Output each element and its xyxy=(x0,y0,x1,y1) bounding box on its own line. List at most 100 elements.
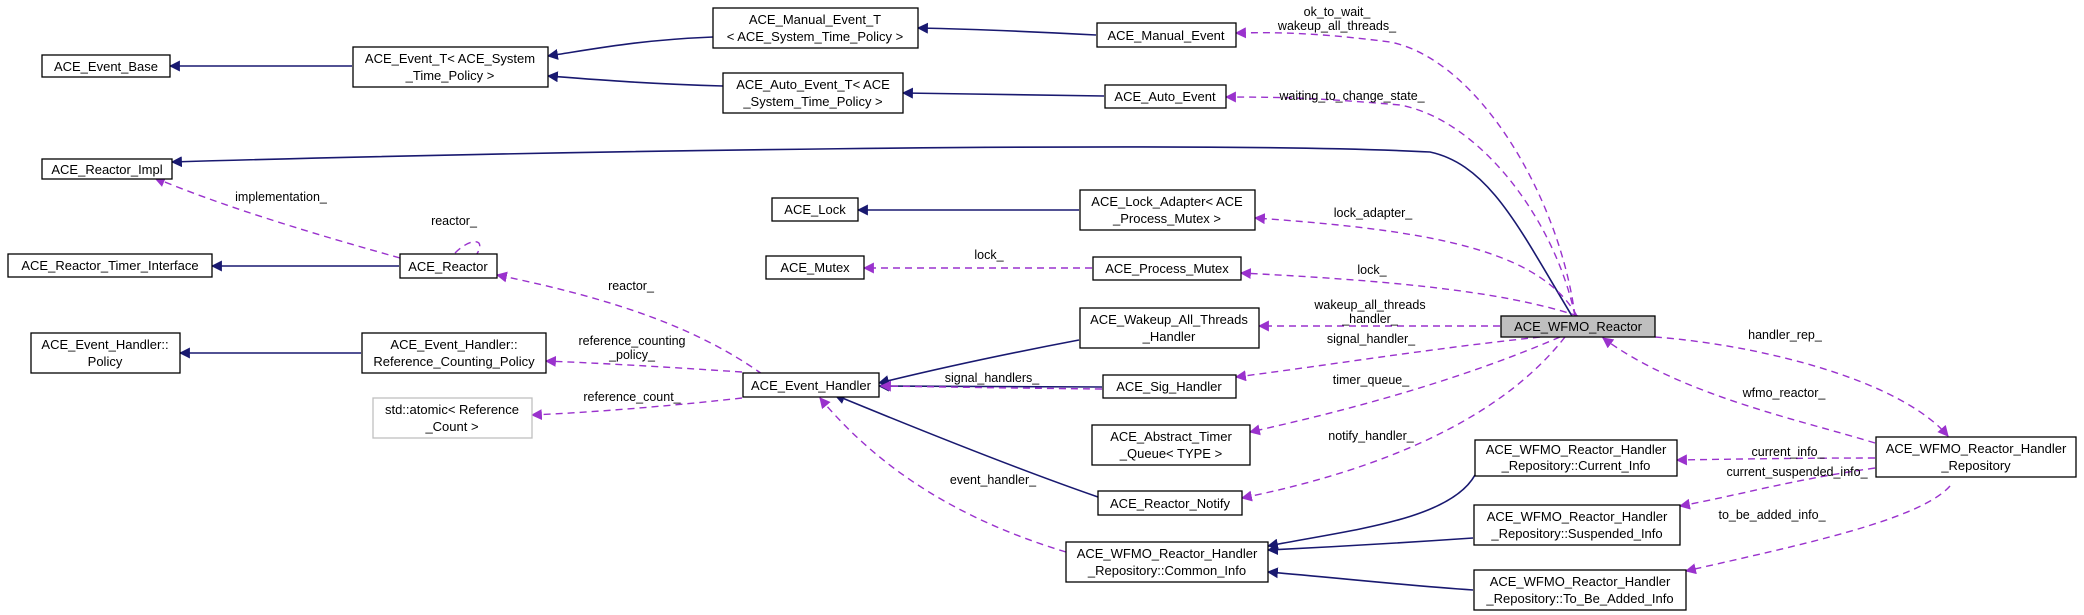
label-reference-counting-policy: reference_counting_policy_ xyxy=(578,334,685,362)
node-event-handler-policy[interactable]: ACE_Event_Handler::Policy xyxy=(30,332,181,374)
edge-manual-event-to-manual-event-t xyxy=(916,22,1097,36)
edge-to-be-added-info-to-common-info xyxy=(1266,567,1474,591)
edge-event-handler xyxy=(819,397,1067,553)
node-ace-abstract-timer-queue[interactable]: ACE_Abstract_Timer_Queue< TYPE > xyxy=(1091,424,1251,466)
label-implementation: implementation_ xyxy=(235,190,328,204)
svg-text:ACE_Manual_Event_T< ACE_System: ACE_Manual_Event_T< ACE_System_Time_Poli… xyxy=(727,12,904,44)
node-ace-reactor-timer-interface[interactable]: ACE_Reactor_Timer_Interface xyxy=(7,253,213,278)
edge-manual-event-t-to-event-t xyxy=(546,36,714,60)
edge-current-suspended-info xyxy=(1678,467,1876,510)
edge-reactor-notify-to-event-handler xyxy=(833,393,1099,498)
node-ace-reactor-impl[interactable]: ACE_Reactor_Impl xyxy=(41,158,173,180)
nodes: ACE_Event_Base ACE_Event_T< ACE_System_T… xyxy=(7,7,2077,611)
svg-text:ACE_Sig_Handler: ACE_Sig_Handler xyxy=(1116,379,1222,394)
node-ace-lock-adapter[interactable]: ACE_Lock_Adapter< ACE_Process_Mutex > xyxy=(1079,189,1256,231)
node-ace-auto-event[interactable]: ACE_Auto_Event xyxy=(1104,84,1227,109)
label-event-handler: event_handler_ xyxy=(950,473,1037,487)
label-reactor-self: reactor_ xyxy=(431,214,478,228)
edge-auto-event-to-auto-event-t xyxy=(901,87,1105,99)
svg-text:std::atomic< Reference_Count >: std::atomic< Reference_Count > xyxy=(385,402,519,434)
node-ace-sig-handler[interactable]: ACE_Sig_Handler xyxy=(1102,374,1237,399)
label-current-info: current_info_ xyxy=(1752,445,1826,459)
svg-text:ACE_Event_Handler: ACE_Event_Handler xyxy=(751,378,872,393)
node-std-atomic-reference-count[interactable]: std::atomic< Reference_Count > xyxy=(372,397,533,439)
label-ok-to-wait: ok_to_wait_wakeup_all_threads_ xyxy=(1277,5,1397,33)
node-ace-wakeup-all-threads-handler[interactable]: ACE_Wakeup_All_Threads_Handler xyxy=(1079,307,1260,349)
node-handler-repository-to-be-added-info[interactable]: ACE_WFMO_Reactor_Handler_Repository::To_… xyxy=(1473,569,1687,611)
edge-wakeup-handler-to-event-handler xyxy=(877,339,1080,386)
svg-text:ACE_WFMO_Reactor_Handler_Repos: ACE_WFMO_Reactor_Handler_Repository::Com… xyxy=(1077,546,1258,578)
label-lock-wfmo: lock_ xyxy=(1357,263,1387,277)
node-wfmo-reactor-handler-repository[interactable]: ACE_WFMO_Reactor_Handler_Repository xyxy=(1875,436,2077,478)
edge-current-info xyxy=(1675,454,1876,466)
svg-text:ACE_WFMO_Reactor: ACE_WFMO_Reactor xyxy=(1514,319,1643,334)
inheritance-edges xyxy=(168,22,1573,591)
node-ace-mutex[interactable]: ACE_Mutex xyxy=(765,255,865,280)
svg-text:ACE_Reactor: ACE_Reactor xyxy=(408,259,488,274)
node-ace-auto-event-t[interactable]: ACE_Auto_Event_T< ACE_System_Time_Policy… xyxy=(722,72,904,114)
node-event-handler-reference-counting-policy[interactable]: ACE_Event_Handler::Reference_Counting_Po… xyxy=(361,332,547,374)
edge-sig-handler-to-event-handler xyxy=(877,380,1103,392)
svg-text:ACE_WFMO_Reactor_Handler_Repos: ACE_WFMO_Reactor_Handler_Repository::To_… xyxy=(1485,574,1673,606)
label-reactor-eh: reactor_ xyxy=(608,279,655,293)
node-ace-reactor[interactable]: ACE_Reactor xyxy=(399,253,498,279)
svg-text:ACE_Lock_Adapter< ACE_Process_: ACE_Lock_Adapter< ACE_Process_Mutex > xyxy=(1091,194,1243,226)
label-lock-adapter: lock_adapter_ xyxy=(1334,206,1414,220)
node-ace-process-mutex[interactable]: ACE_Process_Mutex xyxy=(1092,256,1242,281)
edge-auto-event-t-to-event-t xyxy=(546,71,724,87)
node-ace-lock[interactable]: ACE_Lock xyxy=(771,197,859,222)
edge-labels: ok_to_wait_wakeup_all_threads_ waiting_t… xyxy=(235,5,1868,522)
node-ace-manual-event[interactable]: ACE_Manual_Event xyxy=(1096,22,1237,48)
label-lock-process-mutex: lock_ xyxy=(974,248,1004,262)
node-handler-repository-suspended-info[interactable]: ACE_WFMO_Reactor_Handler_Repository::Sus… xyxy=(1473,504,1681,546)
edge-ok-to-wait xyxy=(1234,27,1576,317)
node-ace-manual-event-t[interactable]: ACE_Manual_Event_T< ACE_System_Time_Poli… xyxy=(712,7,919,49)
edge-waiting-to-change-state xyxy=(1224,91,1576,317)
svg-text:ACE_Reactor_Impl: ACE_Reactor_Impl xyxy=(51,162,162,177)
svg-text:ACE_Abstract_Timer_Queue< TYPE: ACE_Abstract_Timer_Queue< TYPE > xyxy=(1110,429,1232,461)
svg-text:ACE_Process_Mutex: ACE_Process_Mutex xyxy=(1105,261,1229,276)
label-notify-handler: notify_handler_ xyxy=(1328,429,1415,443)
edge-reference-count xyxy=(530,397,743,421)
edge-lock-adapter xyxy=(1253,213,1578,317)
svg-text:ACE_WFMO_Reactor_Handler_Repos: ACE_WFMO_Reactor_Handler_Repository::Cur… xyxy=(1486,442,1667,473)
node-ace-reactor-notify[interactable]: ACE_Reactor_Notify xyxy=(1097,490,1243,516)
edge-to-be-added-info xyxy=(1684,485,1951,575)
svg-text:ACE_Mutex: ACE_Mutex xyxy=(780,260,850,275)
usage-edges xyxy=(153,27,1951,575)
svg-text:ACE_Manual_Event: ACE_Manual_Event xyxy=(1107,28,1224,43)
edge-reference-counting-policy xyxy=(544,355,743,373)
edge-handler-rep xyxy=(1654,336,1949,437)
label-wakeup-all-threads-handler: wakeup_all_threads_handler_ xyxy=(1313,298,1425,326)
edge-implementation xyxy=(153,176,401,259)
label-reference-count: reference_count_ xyxy=(583,390,681,404)
edge-wfmo-reactor-to-reactor-impl xyxy=(170,146,1573,317)
svg-text:ACE_Auto_Event_T< ACE_System_T: ACE_Auto_Event_T< ACE_System_Time_Policy… xyxy=(736,77,890,109)
node-ace-event-base[interactable]: ACE_Event_Base xyxy=(41,54,171,78)
label-signal-handlers: signal_handlers_ xyxy=(945,371,1041,385)
edge-lock-wfmo xyxy=(1239,268,1579,317)
edge-current-info-to-common-info xyxy=(1266,474,1476,550)
label-wfmo-reactor: wfmo_reactor_ xyxy=(1742,386,1827,400)
svg-text:ACE_Event_T< ACE_System_Time_P: ACE_Event_T< ACE_System_Time_Policy > xyxy=(365,51,535,83)
svg-text:ACE_Event_Base: ACE_Event_Base xyxy=(54,59,158,74)
edge-wfmo-reactor-back xyxy=(1602,337,1876,444)
edge-suspended-info-to-common-info xyxy=(1266,537,1474,556)
node-ace-wfmo-reactor[interactable]: ACE_WFMO_Reactor xyxy=(1500,315,1656,338)
svg-text:ACE_Event_Handler::Reference_C: ACE_Event_Handler::Reference_Counting_Po… xyxy=(373,337,535,369)
svg-text:ACE_Lock: ACE_Lock xyxy=(784,202,846,217)
label-to-be-added-info: to_be_added_info_ xyxy=(1718,508,1826,522)
svg-text:ACE_Reactor_Timer_Interface: ACE_Reactor_Timer_Interface xyxy=(21,258,198,273)
svg-text:ACE_Reactor_Notify: ACE_Reactor_Notify xyxy=(1110,496,1230,511)
node-handler-repository-common-info[interactable]: ACE_WFMO_Reactor_Handler_Repository::Com… xyxy=(1065,541,1269,583)
node-ace-event-handler[interactable]: ACE_Event_Handler xyxy=(742,372,880,398)
node-handler-repository-current-info[interactable]: ACE_WFMO_Reactor_Handler_Repository::Cur… xyxy=(1474,439,1678,477)
label-signal-handler: signal_handler_ xyxy=(1327,332,1416,346)
label-current-suspended-info: current_suspended_info_ xyxy=(1726,465,1868,479)
edge-notify-handler xyxy=(1240,336,1566,502)
edge-reactor-eh xyxy=(495,271,763,375)
node-ace-event-t[interactable]: ACE_Event_T< ACE_System_Time_Policy > xyxy=(352,46,549,88)
label-handler-rep: handler_rep_ xyxy=(1748,328,1823,342)
edge-signal-handlers xyxy=(879,380,1103,392)
